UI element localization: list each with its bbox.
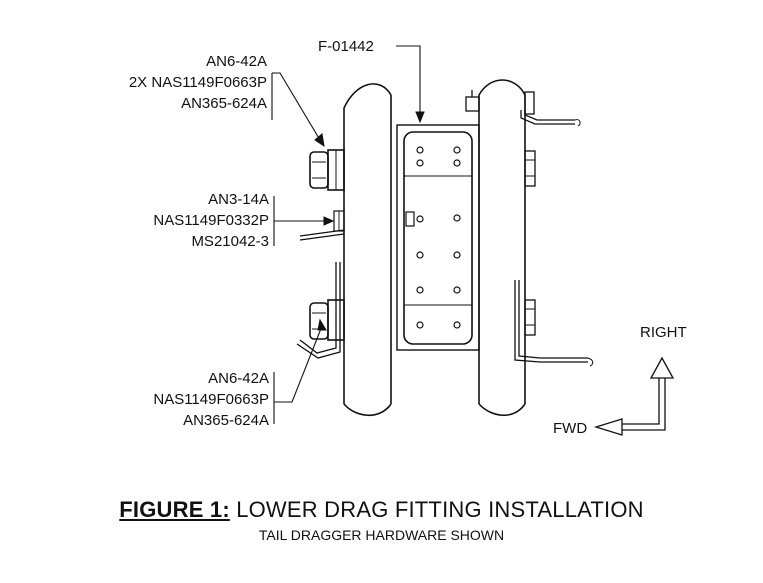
upper-callout-line-3: AN365-624A — [181, 95, 267, 112]
lower-left-bracket — [296, 262, 341, 359]
right-lower-nut — [524, 299, 536, 336]
middle-callout-line-3: MS21042-3 — [191, 233, 269, 250]
lower-left-nut — [309, 299, 345, 341]
right-top-washer — [524, 91, 535, 115]
part-number-label: F-01442 — [318, 38, 374, 55]
upper-callout-line-2: 2X NAS1149F0663P — [128, 74, 267, 91]
right-lower-bracket — [514, 280, 594, 367]
middle-left-nut — [333, 210, 345, 232]
upper-callout-line-1: AN6-42A — [206, 53, 267, 70]
lower-callout-line-3: AN365-624A — [183, 412, 269, 429]
direction-arrows — [593, 356, 675, 436]
right-upper-nut — [524, 150, 536, 187]
fitting-holes — [416, 146, 461, 329]
upper-left-nut — [309, 149, 345, 191]
fitting-small-bolt — [405, 211, 424, 227]
lower-callout-line-2: NAS1149F0663P — [153, 391, 269, 408]
leader-arrowheads — [314, 111, 425, 331]
left-tube — [343, 83, 392, 417]
drag-fitting-plate — [396, 124, 480, 351]
figure-number: FIGURE 1: — [119, 497, 230, 522]
right-upper-bracket — [520, 110, 581, 127]
upper-bracket-tab — [299, 229, 345, 241]
figure-subtitle: TAIL DRAGGER HARDWARE SHOWN — [258, 527, 505, 543]
right-top-bolt — [465, 90, 480, 112]
figure-caption: FIGURE 1: LOWER DRAG FITTING INSTALLATIO… — [0, 497, 763, 523]
figure-title: LOWER DRAG FITTING INSTALLATION — [236, 497, 644, 522]
right-tube — [478, 79, 526, 417]
lower-callout-line-1: AN6-42A — [208, 370, 269, 387]
middle-callout-line-2: NAS1149F0332P — [153, 212, 269, 229]
leader-lines — [271, 45, 421, 424]
direction-right-label: RIGHT — [640, 324, 687, 341]
middle-callout-line-1: AN3-14A — [208, 191, 269, 208]
direction-fwd-label: FWD — [553, 420, 588, 437]
